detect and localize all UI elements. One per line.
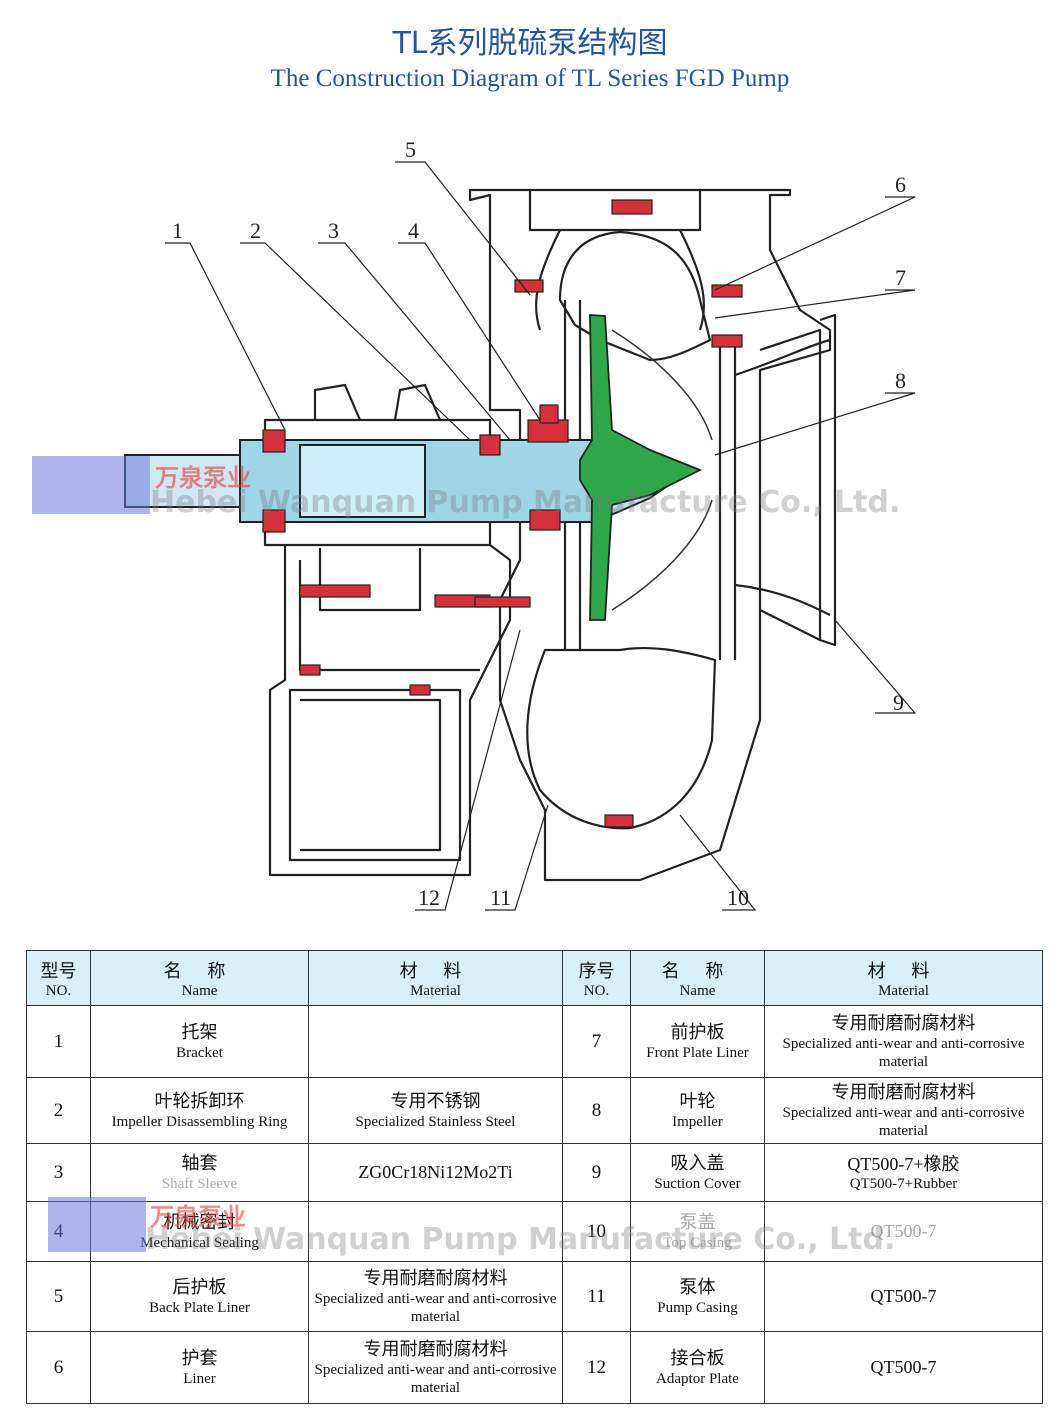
callout-6: 6 <box>895 172 906 197</box>
row-material: ZG0Cr18Ni12Mo2Ti <box>308 1143 563 1202</box>
callout-12: 12 <box>418 885 440 910</box>
callout-3: 3 <box>328 218 339 243</box>
watermark-english: Hebei Wanquan Pump Manufacture Co., Ltd. <box>150 485 901 520</box>
front-plate-liner <box>718 340 737 660</box>
row-no-2: 12 <box>562 1331 631 1404</box>
row-no-2: 10 <box>562 1201 631 1262</box>
row-no: 3 <box>26 1143 91 1202</box>
top-casing <box>528 190 702 232</box>
row-material <box>308 1201 563 1262</box>
callout-2: 2 <box>250 218 261 243</box>
title-chinese: TL系列脱硫泵结构图 <box>392 26 668 61</box>
title-english: The Construction Diagram of TL Series FG… <box>270 65 790 92</box>
impeller <box>579 314 703 621</box>
callout-8: 8 <box>895 368 906 393</box>
callout-5: 5 <box>405 137 416 162</box>
impeller-vane-top <box>611 329 713 441</box>
suction-cover <box>759 313 837 647</box>
row-no-2: 11 <box>562 1261 631 1332</box>
liner-top <box>558 230 712 362</box>
row-no: 2 <box>26 1077 91 1144</box>
watermark-logo-2 <box>48 1197 146 1252</box>
callout-1: 1 <box>172 218 183 243</box>
callout-9: 9 <box>893 690 904 715</box>
callout-11: 11 <box>490 885 511 910</box>
row-no: 6 <box>26 1331 91 1404</box>
row-no-2: 8 <box>562 1077 631 1144</box>
callout-4: 4 <box>408 218 419 243</box>
row-no-2: 9 <box>562 1143 631 1202</box>
impeller-vane-bottom <box>611 499 713 611</box>
row-material <box>308 1005 563 1078</box>
row-material-2: QT500-7 <box>764 1331 1043 1404</box>
callout-7: 7 <box>895 265 906 290</box>
watermark-chinese-2: 万泉泵业 <box>150 1203 246 1231</box>
row-material-2: QT500-7 <box>764 1201 1043 1262</box>
row-no: 5 <box>26 1261 91 1332</box>
row-no: 1 <box>26 1005 91 1078</box>
watermark-logo <box>32 456 150 514</box>
liner-bottom <box>526 646 717 830</box>
row-material-2: QT500-7 <box>764 1261 1043 1332</box>
row-no-2: 7 <box>562 1005 631 1078</box>
seal-components <box>262 199 743 828</box>
pump-casing <box>468 188 832 882</box>
callout-labels: 1 2 3 4 5 6 7 8 9 10 11 12 <box>172 137 906 910</box>
watermark-chinese: 万泉泵业 <box>155 464 251 492</box>
callout-10: 10 <box>727 885 749 910</box>
watermark-english-2: Hebei Wanquan Pump Manufacture Co., Ltd. <box>145 1222 896 1257</box>
